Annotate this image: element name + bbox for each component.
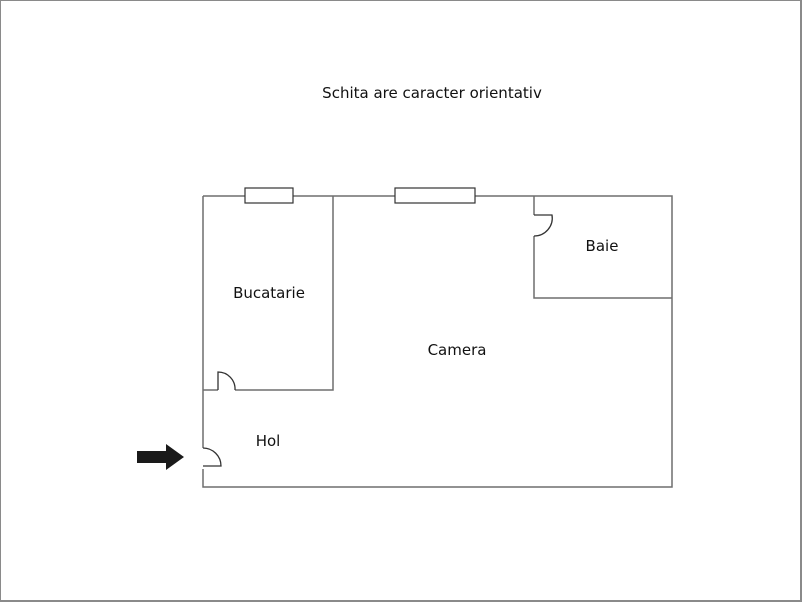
room-label-baie: Baie — [585, 237, 619, 255]
entrance-arrow-icon — [137, 444, 184, 470]
entrance-door — [202, 447, 222, 467]
outer-wall — [202, 195, 673, 488]
room-window — [394, 187, 476, 204]
kitchen-wall — [203, 196, 334, 391]
plan-title: Schita are caracter orientativ — [322, 84, 542, 102]
room-label-hol: Hol — [255, 432, 281, 450]
room-label-bucatarie: Bucatarie — [233, 284, 305, 302]
bathroom-wall — [533, 196, 672, 299]
kitchen-window — [244, 187, 294, 204]
room-label-camera: Camera — [427, 341, 487, 359]
bathroom-door — [533, 214, 553, 237]
kitchen-door — [217, 371, 236, 391]
